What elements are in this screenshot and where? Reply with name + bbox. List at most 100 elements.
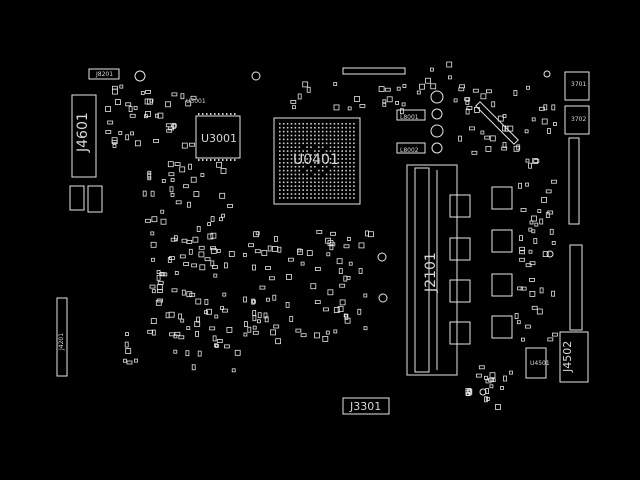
connector-3701-outline bbox=[564, 71, 590, 101]
passive-component bbox=[150, 190, 155, 197]
bga-ball bbox=[294, 189, 297, 191]
bga-ball bbox=[353, 154, 355, 156]
bga-ball bbox=[279, 146, 281, 148]
bga-ball bbox=[290, 162, 293, 164]
bga-ball bbox=[353, 165, 355, 168]
passive-component bbox=[472, 88, 479, 93]
bga-ball bbox=[306, 138, 308, 141]
bga-ball bbox=[290, 165, 293, 168]
connector-right-lower-outline bbox=[569, 244, 583, 331]
bga-ball bbox=[314, 138, 316, 141]
bga-ball bbox=[321, 130, 324, 133]
bga-ball bbox=[337, 165, 340, 168]
bga-ball bbox=[337, 169, 340, 172]
bga-ball bbox=[353, 173, 355, 176]
passive-component bbox=[180, 93, 185, 100]
bga-ball bbox=[310, 185, 312, 187]
passive-component bbox=[517, 286, 523, 291]
bga-ball bbox=[286, 126, 289, 129]
passive-component bbox=[168, 311, 175, 318]
passive-component bbox=[330, 231, 336, 236]
passive-component bbox=[179, 254, 186, 259]
bga-ball bbox=[279, 142, 281, 145]
bga-ball bbox=[279, 134, 281, 137]
passive-component bbox=[130, 131, 135, 136]
bga-ball bbox=[321, 158, 324, 160]
bga-ball bbox=[337, 134, 340, 137]
passive-component bbox=[468, 388, 473, 395]
bga-ball bbox=[318, 169, 320, 172]
hole bbox=[479, 388, 487, 396]
bga-ball bbox=[290, 158, 293, 160]
passive-component bbox=[473, 107, 480, 113]
passive-component bbox=[491, 101, 496, 108]
passive-component bbox=[333, 329, 338, 334]
bga-ball bbox=[353, 158, 355, 160]
bga-ball bbox=[333, 150, 336, 152]
bga-ball bbox=[286, 138, 289, 141]
passive-component bbox=[300, 333, 307, 338]
passive-component bbox=[216, 248, 221, 253]
pin bbox=[198, 159, 200, 161]
bga-ball bbox=[325, 189, 328, 191]
passive-component bbox=[386, 96, 393, 103]
bga-ball bbox=[318, 126, 320, 129]
passive-component bbox=[252, 315, 257, 322]
passive-component bbox=[483, 375, 488, 380]
bga-ball bbox=[321, 165, 324, 168]
bga-ball bbox=[321, 197, 324, 199]
hole bbox=[378, 293, 388, 303]
bga-ball bbox=[345, 150, 347, 152]
bga-ball bbox=[306, 158, 308, 160]
passive-component bbox=[210, 232, 217, 239]
passive-component bbox=[539, 106, 545, 111]
passive-component bbox=[155, 299, 162, 306]
bga-ball bbox=[318, 162, 320, 164]
chip-4-outline bbox=[449, 321, 471, 345]
bga-ball bbox=[282, 123, 285, 125]
pin bbox=[226, 159, 228, 161]
bga-ball bbox=[337, 181, 340, 184]
bga-ball bbox=[310, 130, 312, 133]
passive-component bbox=[196, 316, 201, 323]
passive-component bbox=[216, 161, 223, 168]
connector-3702-outline bbox=[564, 105, 590, 135]
passive-component bbox=[316, 229, 323, 234]
passive-component bbox=[210, 247, 217, 254]
passive-component bbox=[195, 330, 200, 337]
pin bbox=[206, 159, 208, 161]
bga-ball bbox=[325, 123, 328, 125]
passive-component bbox=[214, 344, 219, 348]
bga-ball bbox=[294, 185, 297, 187]
passive-component bbox=[134, 358, 138, 363]
bga-ball bbox=[333, 134, 336, 137]
passive-component bbox=[160, 209, 165, 214]
passive-component bbox=[270, 329, 277, 336]
bga-ball bbox=[345, 126, 347, 129]
passive-component bbox=[171, 288, 178, 293]
passive-component bbox=[112, 143, 117, 148]
pin bbox=[210, 159, 212, 161]
bga-ball bbox=[318, 197, 320, 199]
bga-ball bbox=[321, 134, 324, 137]
bga-ball bbox=[306, 173, 308, 176]
bga-ball bbox=[314, 142, 316, 145]
bga-ball bbox=[325, 185, 328, 187]
bga-ball bbox=[329, 150, 332, 152]
bga-ball bbox=[282, 197, 285, 199]
bga-ball bbox=[282, 150, 285, 152]
bga-ball bbox=[318, 130, 320, 133]
pin bbox=[202, 159, 204, 161]
bga-ball bbox=[318, 146, 320, 148]
passive-component bbox=[536, 308, 543, 315]
bga-ball bbox=[290, 177, 293, 180]
bga-ball bbox=[282, 169, 285, 172]
passive-component bbox=[253, 231, 260, 238]
passive-component bbox=[363, 326, 368, 331]
bga-ball bbox=[353, 177, 355, 180]
passive-component bbox=[261, 250, 268, 256]
diagonal-part-outline bbox=[475, 101, 519, 145]
pin bbox=[234, 159, 236, 161]
bga-ball bbox=[294, 165, 297, 168]
bga-ball bbox=[353, 134, 355, 137]
